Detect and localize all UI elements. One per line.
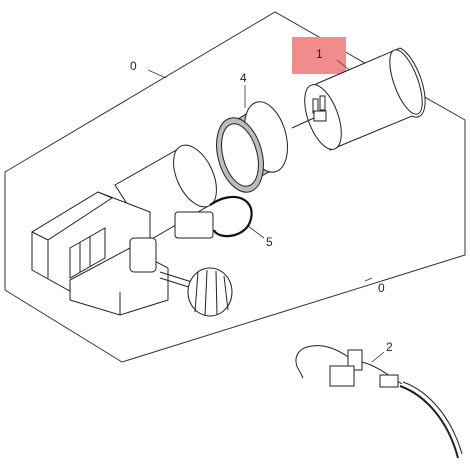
callout-1[interactable]: 1 [316, 47, 323, 61]
ring-part[interactable] [209, 97, 295, 197]
leader-lines [147, 59, 385, 363]
callout-2[interactable]: 2 [386, 340, 393, 354]
callout-1-highlight[interactable] [292, 37, 346, 74]
capacitor-part[interactable] [291, 46, 429, 154]
assembly-outline [4, 11, 466, 363]
callout-5[interactable]: 5 [266, 235, 273, 249]
callout-4[interactable]: 4 [240, 71, 247, 85]
callout-0-top: 0 [130, 59, 137, 73]
cable-part[interactable] [295, 345, 463, 459]
callout-0-bottom: 0 [378, 281, 385, 295]
o-ring-part[interactable] [209, 195, 253, 238]
motor-assembly[interactable] [30, 138, 233, 317]
